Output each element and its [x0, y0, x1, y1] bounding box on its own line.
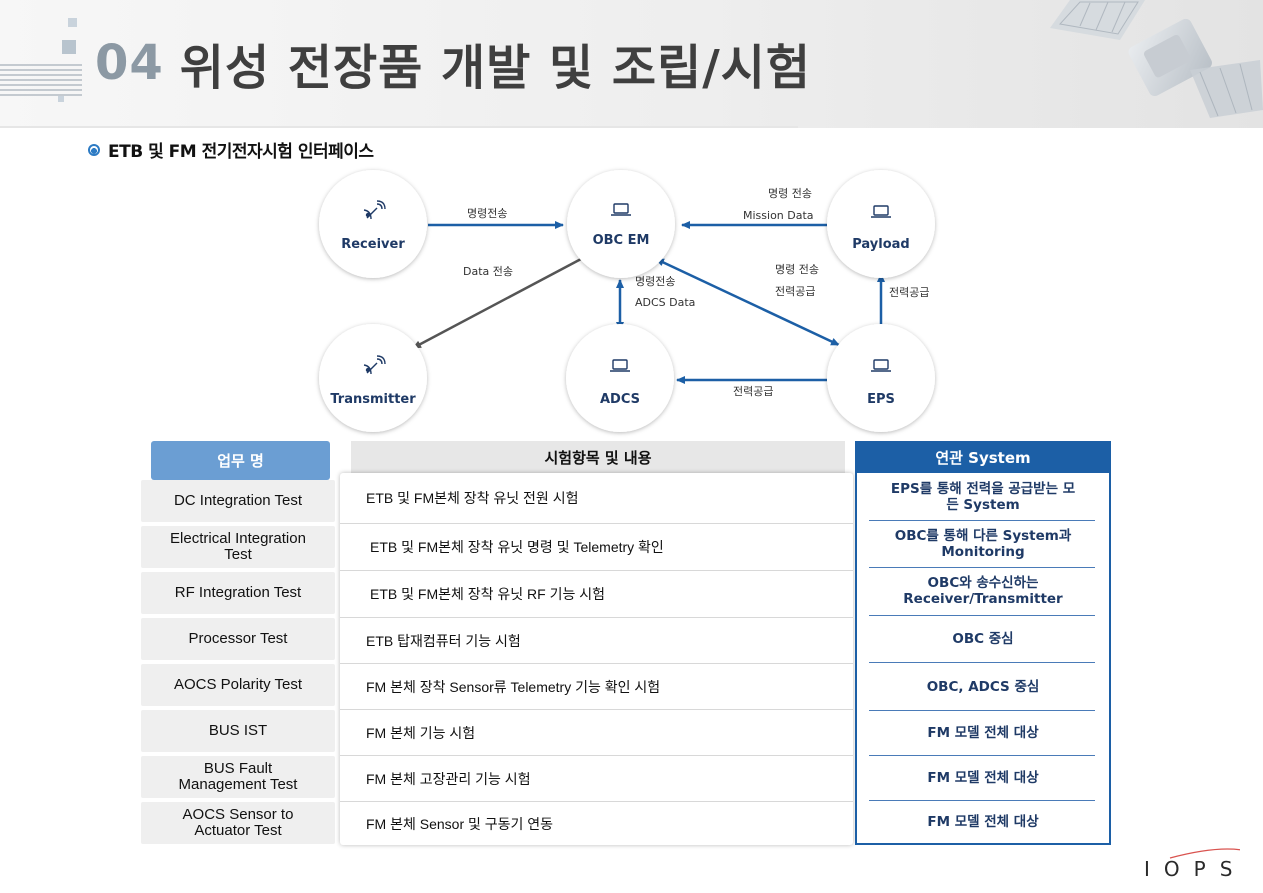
node-label-obc: OBC EM: [593, 233, 650, 248]
laptop-icon: [611, 203, 631, 216]
row-divider: [869, 615, 1095, 616]
laptop-icon: [871, 359, 891, 372]
company-logo: IOPS: [1144, 848, 1240, 881]
edge-label-obc-transmitter: Data 전송: [463, 265, 513, 278]
system-cell: FM 모델 전체 대상: [927, 770, 1039, 786]
system-cell: OBC를 통해 다른 System과 Monitoring: [894, 528, 1072, 560]
row-divider: [340, 617, 853, 618]
decor-square: [68, 18, 77, 27]
content-cell: FM 본체 기능 시험: [366, 724, 476, 741]
content-column-header: 시험항목 및 내용: [351, 441, 845, 473]
edge-label-obc-adcs-2: ADCS Data: [635, 296, 695, 309]
laptop-icon: [610, 359, 630, 372]
task-cell: AOCS Sensor to Actuator Test: [141, 802, 335, 844]
header-divider: [0, 126, 798, 128]
section-number: 04: [95, 35, 164, 91]
page-title: 04 위성 전장품 개발 및 조립/시험: [95, 28, 811, 98]
logo-text: IOPS: [1144, 857, 1240, 881]
edge-label-payload-obc-2: Mission Data: [743, 209, 814, 222]
section-heading: ETB 및 FM 전기전자시험 인터페이스: [88, 137, 374, 162]
header-band: [0, 0, 1263, 128]
node-receiver: Receiver: [319, 170, 427, 278]
edge-label-eps-payload: 전력공급: [889, 286, 929, 299]
node-label-transmitter: Transmitter: [330, 392, 416, 407]
node-obc: OBC EM: [567, 170, 675, 278]
content-cell: ETB 및 FM본체 장착 유닛 RF 기능 시험: [370, 586, 606, 602]
task-cell: AOCS Polarity Test: [141, 664, 335, 706]
system-column: EPS를 통해 전력을 공급받는 모든 System OBC를 통해 다른 Sy…: [855, 473, 1111, 845]
row-divider: [340, 570, 853, 571]
node-label-eps: EPS: [867, 392, 895, 407]
node-payload: Payload: [827, 170, 935, 278]
row-divider: [340, 709, 853, 710]
node-label-payload: Payload: [852, 237, 910, 252]
system-cell: EPS를 통해 전력을 공급받는 모든 System: [890, 480, 1076, 513]
system-cell: OBC 중심: [952, 631, 1014, 647]
content-cell: FM 본체 장착 Sensor류 Telemetry 기능 확인 시험: [366, 678, 661, 695]
antenna-icon: [363, 200, 386, 220]
laptop-icon: [871, 205, 891, 218]
row-divider: [340, 801, 853, 802]
content-cell: FM 본체 Sensor 및 구동기 연동: [366, 815, 554, 832]
task-cell: BUS IST: [141, 710, 335, 752]
edge-label-receiver-obc: 명령전송: [467, 207, 507, 220]
task-column-header: 업무 명: [151, 441, 330, 480]
edge-label-eps-adcs: 전력공급: [733, 385, 773, 398]
task-column: DC Integration Test Electrical Integrati…: [141, 480, 335, 848]
node-label-adcs: ADCS: [600, 392, 640, 407]
header-stripes: [0, 64, 82, 98]
node-label-receiver: Receiver: [341, 237, 405, 252]
decor-square: [62, 40, 76, 54]
task-cell: Processor Test: [141, 618, 335, 660]
row-divider: [869, 755, 1095, 756]
content-cell: ETB 탑재컴퓨터 기능 시험: [366, 632, 521, 649]
row-divider: [340, 663, 853, 664]
system-cell: OBC, ADCS 중심: [926, 679, 1040, 695]
row-divider: [340, 755, 853, 756]
content-cell: ETB 및 FM본체 장착 유닛 전원 시험: [366, 490, 579, 506]
edge-label-obc-adcs-1: 명령전송: [635, 275, 675, 288]
row-divider: [869, 710, 1095, 711]
node-transmitter: Transmitter: [319, 324, 427, 432]
content-cell: ETB 및 FM본체 장착 유닛 명령 및 Telemetry 확인: [370, 539, 664, 555]
system-cell: FM 모델 전체 대상: [927, 814, 1039, 830]
title-text: 위성 전장품 개발 및 조립/시험: [179, 40, 812, 96]
task-cell: BUS Fault Management Test: [141, 756, 335, 798]
edge-label-obc-eps-1: 명령 전송: [775, 263, 819, 276]
row-divider: [869, 662, 1095, 663]
node-adcs: ADCS: [566, 324, 674, 432]
edge-obc-eps: [655, 257, 840, 347]
task-cell: RF Integration Test: [141, 572, 335, 614]
task-cell: DC Integration Test: [141, 480, 335, 522]
row-divider: [869, 520, 1095, 521]
content-column: ETB 및 FM본체 장착 유닛 전원 시험 ETB 및 FM본체 장착 유닛 …: [340, 473, 853, 845]
bullet-icon: [88, 143, 100, 156]
edge-label-obc-eps-2: 전력공급: [775, 285, 815, 298]
content-cell: FM 본체 고장관리 기능 시험: [366, 770, 531, 787]
node-eps: EPS: [827, 324, 935, 432]
row-divider: [869, 567, 1095, 568]
edge-obc-transmitter: [412, 257, 582, 350]
system-cell: FM 모델 전체 대상: [927, 725, 1039, 741]
row-divider: [340, 523, 853, 524]
system-cell: OBC와 송수신하는 Receiver/Transmitter: [903, 575, 1063, 607]
task-cell: Electrical Integration Test: [141, 526, 335, 568]
system-column-header: 연관 System: [855, 441, 1111, 473]
row-divider: [869, 800, 1095, 801]
section-heading-text: ETB 및 FM 전기전자시험 인터페이스: [108, 142, 374, 162]
satellite-image: [1050, 0, 1263, 118]
decor-square: [58, 96, 64, 102]
edge-label-payload-obc-1: 명령 전송: [768, 187, 812, 200]
antenna-icon: [363, 355, 386, 375]
